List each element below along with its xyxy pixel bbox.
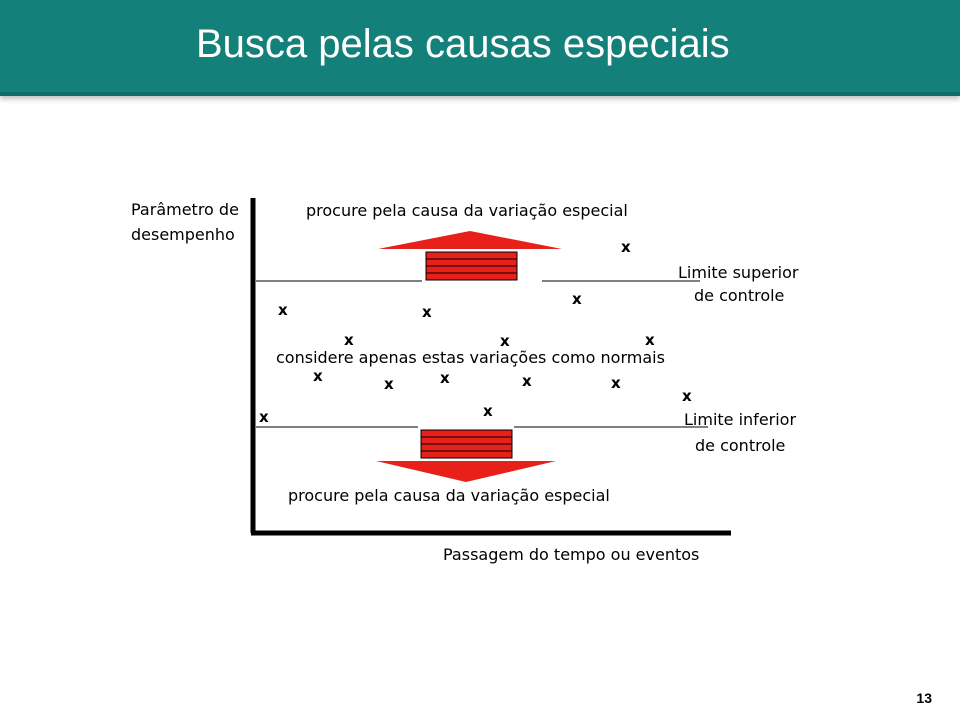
data-point: x bbox=[621, 238, 631, 256]
up-arrow-icon bbox=[378, 231, 562, 281]
y-axis-label-line2: desempenho bbox=[131, 225, 235, 244]
data-point: x bbox=[384, 375, 394, 393]
top-note: procure pela causa da variação especial bbox=[306, 201, 628, 220]
data-point: x bbox=[682, 387, 692, 405]
page-number: 13 bbox=[916, 690, 932, 706]
bottom-note: procure pela causa da variação especial bbox=[288, 486, 610, 505]
data-point: x bbox=[440, 369, 450, 387]
upper-limit-label-line2: de controle bbox=[694, 286, 785, 305]
data-point: x bbox=[278, 301, 288, 319]
lower-limit-label-line1: Limite inferior bbox=[684, 410, 797, 429]
middle-note: considere apenas estas variações como no… bbox=[276, 348, 665, 367]
data-point: x bbox=[500, 332, 510, 350]
down-arrow-icon bbox=[376, 429, 556, 482]
data-point: x bbox=[611, 374, 621, 392]
data-point: x bbox=[313, 367, 323, 385]
slide-title: Busca pelas causas especiais bbox=[196, 22, 730, 66]
data-point: x bbox=[344, 331, 354, 349]
upper-limit-label-line1: Limite superior bbox=[678, 263, 799, 282]
data-point: x bbox=[422, 303, 432, 321]
data-point: x bbox=[259, 408, 269, 426]
data-point: x bbox=[645, 331, 655, 349]
y-axis-label-line1: Parâmetro de bbox=[131, 200, 239, 219]
data-point: x bbox=[522, 372, 532, 390]
title-bar: Busca pelas causas especiais bbox=[0, 0, 960, 96]
x-axis-label: Passagem do tempo ou eventos bbox=[443, 545, 700, 564]
title-bar-band bbox=[0, 92, 960, 96]
lower-limit-label-line2: de controle bbox=[695, 436, 786, 455]
data-point: x bbox=[483, 402, 493, 420]
data-point: x bbox=[572, 290, 582, 308]
